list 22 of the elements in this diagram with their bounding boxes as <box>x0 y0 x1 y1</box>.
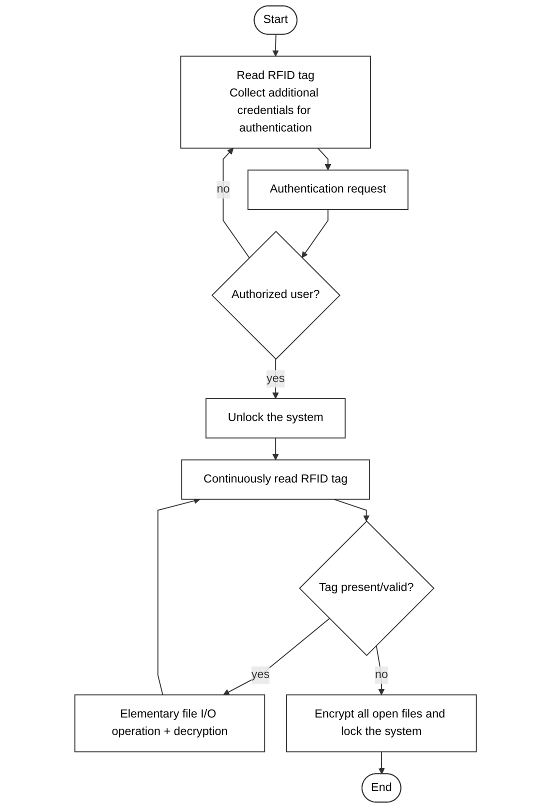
arrow <box>318 148 332 170</box>
node-box: Unlock the system <box>206 398 346 438</box>
arrow <box>158 498 201 696</box>
edge-label: yes <box>266 372 286 385</box>
arrow <box>272 438 280 460</box>
node-diamond: Tag present/valid? <box>299 520 435 656</box>
edge-label: yes <box>252 668 270 681</box>
arrow <box>223 148 250 258</box>
node-box: Authentication request <box>248 170 409 210</box>
arrow <box>272 34 280 56</box>
edge-label: no <box>375 668 388 681</box>
node-box: Encrypt all open files and lock the system <box>286 694 478 752</box>
arrow <box>302 209 329 258</box>
node-box: Continuously read RFID tag <box>182 459 370 500</box>
arrow <box>378 751 386 774</box>
arrow <box>223 618 330 696</box>
edge-label: no <box>217 183 230 196</box>
node-box: Read RFID tag Collect additional credentials for authentication <box>180 56 372 149</box>
arrow <box>376 645 386 696</box>
node-box: Elementary file I/O operation + decryption <box>74 694 266 752</box>
arrow <box>334 498 370 522</box>
node-diamond: Authorized user? <box>212 230 341 360</box>
